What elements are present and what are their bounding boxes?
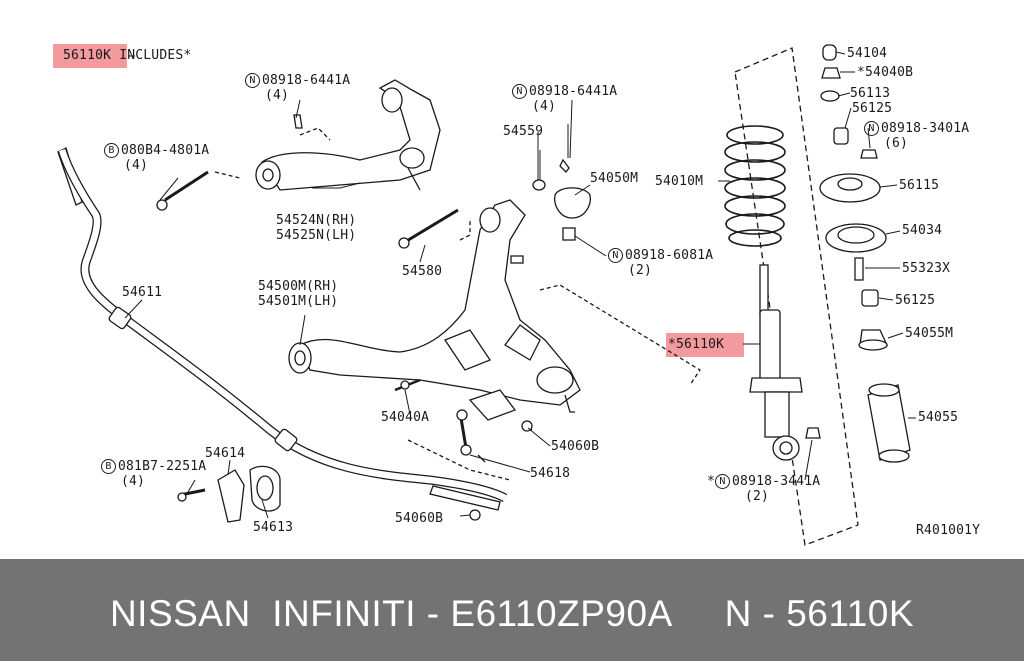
- b2-text: 081B7-2251A: [118, 459, 207, 474]
- label-54618: 54618: [530, 466, 571, 481]
- parts-drawing: [57, 44, 916, 546]
- label-54040a: 54040A: [381, 410, 430, 425]
- small-parts-drawing: [532, 124, 591, 241]
- strut-assembly-outline: [734, 47, 859, 546]
- reference-code: R401001Y: [916, 523, 981, 538]
- label-54611: 54611: [122, 285, 163, 300]
- includes-highlight: [53, 44, 127, 68]
- upper-arm-rh: 54524N(RH): [276, 213, 357, 228]
- n4-qty: (2): [745, 489, 770, 504]
- link-drawing: [456, 409, 533, 521]
- n5-qty: (6): [884, 136, 909, 151]
- label-54104: 54104: [847, 46, 888, 61]
- label-56115: 56115: [899, 178, 940, 193]
- upper-arm-drawing: [156, 79, 441, 211]
- label-54559: 54559: [503, 124, 544, 139]
- lower-arm-lh: 54501M(LH): [258, 294, 339, 309]
- n3-qty: (2): [628, 263, 653, 278]
- upper-arm-lh: 54525N(LH): [276, 228, 357, 243]
- label-56125-top: 56125: [852, 101, 893, 116]
- label-54613: 54613: [253, 520, 294, 535]
- nut-symbol-icon: N: [608, 248, 623, 263]
- label-54060b-2: 54060B: [395, 511, 444, 526]
- label-54055: 54055: [918, 410, 959, 425]
- bolt-symbol-icon: B: [101, 459, 116, 474]
- n1-text: 08918-6441A: [262, 73, 351, 88]
- b1-text: 080B4-4801A: [121, 143, 210, 158]
- label-54055m: 54055M: [905, 326, 954, 341]
- label-shock: *56110K: [668, 337, 725, 352]
- bushing-clamp-drawing: [177, 465, 281, 523]
- includes-mark: *: [183, 48, 192, 63]
- includes-part: 56110K: [63, 48, 112, 63]
- label-lower-arm: 54500M(RH) 54501M(LH): [258, 279, 338, 309]
- footer-bar: NISSAN INFINITI - E6110ZP90A N - 56110K: [0, 559, 1024, 661]
- lower-arm-drawing: [288, 199, 701, 481]
- label-55323x: 55323X: [902, 261, 951, 276]
- nut-symbol-icon: N: [864, 121, 879, 136]
- nut-symbol-icon: N: [245, 73, 260, 88]
- bolt-symbol-icon: B: [104, 143, 119, 158]
- stabilizer-bar-drawing: [57, 147, 508, 511]
- label-54060b-1: 54060B: [551, 439, 600, 454]
- b1-qty: (4): [124, 158, 149, 173]
- b2-qty: (4): [121, 474, 146, 489]
- n4-mark: *: [707, 474, 716, 489]
- n2-qty: (4): [532, 99, 557, 114]
- nut-symbol-icon: N: [715, 474, 731, 489]
- label-54050m: 54050M: [590, 171, 639, 186]
- n2-text: 08918-6441A: [529, 84, 618, 99]
- leader-lines: [124, 51, 916, 519]
- coil-spring-drawing: [724, 125, 786, 247]
- label-54034: 54034: [902, 223, 943, 238]
- footer-title: NISSAN INFINITI - E6110ZP90A N - 56110K: [109, 593, 915, 634]
- label-56113: 56113: [850, 86, 891, 101]
- nut-symbol-icon: N: [512, 84, 527, 99]
- label-54010m: 54010M: [655, 174, 704, 189]
- n4-text: 08918-3441A: [732, 474, 821, 489]
- lower-arm-rh: 54500M(RH): [258, 279, 339, 294]
- includes-note: 56110K INCLUDES*: [63, 48, 191, 63]
- n5-text: 08918-3401A: [881, 121, 970, 136]
- includes-text: INCLUDES: [119, 48, 184, 63]
- label-56125-bottom: 56125: [895, 293, 936, 308]
- top-mount-drawing: [819, 44, 911, 463]
- label-54580: 54580: [402, 264, 443, 279]
- label-upper-arm: 54524N(RH) 54525N(LH): [276, 213, 356, 243]
- label-54040b: *54040B: [857, 65, 914, 80]
- label-54614: 54614: [205, 446, 246, 461]
- shock-absorber-drawing: [749, 264, 821, 461]
- shock-highlight: [666, 333, 744, 357]
- n1-qty: (4): [265, 88, 290, 103]
- n3-text: 08918-6081A: [625, 248, 714, 263]
